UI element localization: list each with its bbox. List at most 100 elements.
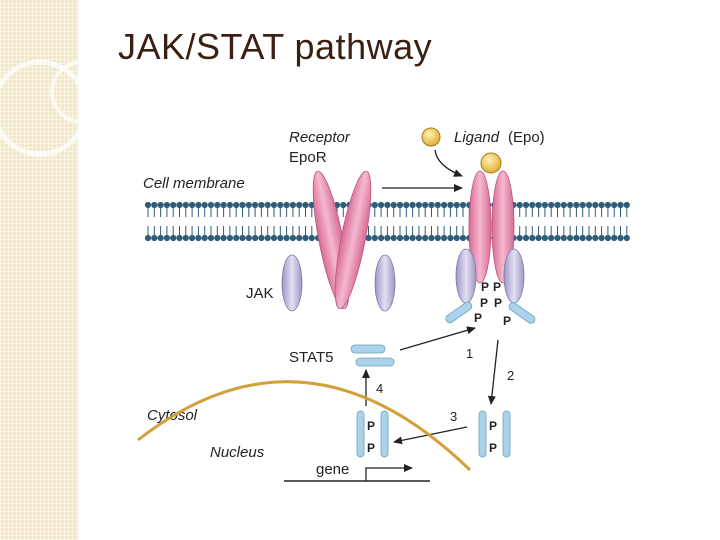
cell-membrane-bilayer [144,201,630,242]
inactive-receptor [281,170,396,312]
lipid-head [189,201,196,209]
lipid-head [207,201,215,209]
lipid-head [409,201,416,209]
epo-label: (Epo) [508,129,545,146]
lipid-head [548,234,555,242]
lipid-head [283,201,290,209]
lipid-head [144,234,152,242]
sidebar-rings-decoration [0,59,78,157]
lipid-head [258,201,265,209]
lipid-head [529,201,536,209]
phospho-6: P [503,314,511,328]
jak-label: JAK [246,285,274,302]
lipid-head [434,201,441,209]
lipid-head [371,201,378,209]
step2-arrow [487,339,499,405]
lipid-head [264,201,271,209]
lipid-head [163,201,170,209]
nucleus-label: Nucleus [210,444,265,461]
lipid-head [529,234,536,242]
cytosol-stat-left [478,410,487,458]
jak-protein-left [281,254,303,312]
lipid-head [535,201,542,209]
step-1-label: 1 [466,346,473,361]
lipid-head [252,201,259,209]
lipid-head [226,234,233,242]
lipid-head [592,234,599,242]
lipid-head [182,201,189,209]
receptor-chain-right [334,170,372,310]
step-3-label: 3 [450,409,457,424]
stat5-monomer-top [350,344,386,354]
lipid-head [195,201,202,209]
bound-stat-right [508,302,536,324]
step1-arrow [399,326,476,351]
lipid-head [548,201,555,209]
lipid-head [422,201,429,209]
nuclear-stat-right [380,410,389,458]
lipid-head [378,234,385,242]
lipid-head [453,201,460,209]
lipid-head [447,234,454,242]
lipid-head [422,234,429,242]
phospho-3: P [480,296,488,310]
lipid-head [541,201,549,209]
lipid-head [441,234,448,242]
lipid-head [151,201,158,209]
lipid-head [378,201,385,209]
lipid-head [522,234,530,242]
lipid-head [258,234,265,242]
lipid-head [195,234,202,242]
lipid-head [302,201,309,209]
cell-membrane-label: Cell membrane [143,175,245,192]
lipid-head [252,234,259,242]
lipid-head [415,201,422,209]
lipid-head [428,201,435,209]
lipid-head [245,234,252,242]
lipid-head [390,234,397,242]
lipid-head [516,234,523,242]
cytosol-phospho-top: P [489,419,497,433]
lipid-head [270,201,278,209]
lipid-head [214,234,221,242]
lipid-head [220,201,227,209]
lipid-head [522,201,530,209]
stat-dimer-nucleus: P P [356,410,389,458]
lipid-head [560,234,567,242]
lipid-head [441,201,448,209]
phospho-1: P [481,280,489,294]
nuclear-phospho-top: P [367,419,375,433]
lipid-head [592,201,599,209]
phospho-2: P [493,280,501,294]
lipid-head [371,234,378,242]
lipid-head [233,234,240,242]
ligand-label: Ligand [454,129,500,146]
lipid-head [579,234,586,242]
lipid-head [617,201,624,209]
lipid-head [453,234,460,242]
lipid-head [157,201,164,209]
stat5-label: STAT5 [289,349,333,366]
lipid-head [296,234,303,242]
nuclear-phospho-bottom: P [367,441,375,455]
receptor-label: Receptor [289,129,351,146]
lipid-head [384,201,391,209]
lipid-head [447,201,454,209]
cytosol-phospho-bottom: P [489,441,497,455]
lipid-head [403,234,410,242]
lipid-head [459,234,467,242]
lipid-head [560,201,567,209]
active-jak-right [503,248,525,304]
lipid-head [567,234,574,242]
lipid-head [396,234,404,242]
lipid-head [611,201,618,209]
lipid-head [415,234,422,242]
lipid-head [611,234,618,242]
lipid-head [239,234,246,242]
lipid-head [201,201,208,209]
lipid-head [289,201,296,209]
lipid-head [182,234,189,242]
lipid-head [157,234,164,242]
slide-title: JAK/STAT pathway [118,26,433,67]
lipid-head [598,201,605,209]
